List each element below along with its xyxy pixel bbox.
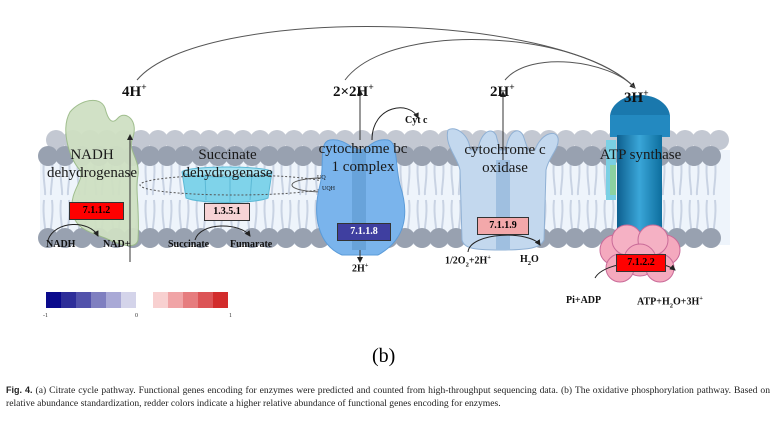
legend-swatch-red — [153, 292, 168, 308]
arc-4h — [136, 26, 636, 89]
lipid-head — [412, 228, 432, 248]
lipid-head — [684, 146, 704, 166]
uqh-label: UQH — [322, 186, 335, 192]
lipid-head — [55, 228, 75, 248]
lipid-head — [157, 146, 177, 166]
lipid-head — [225, 228, 245, 248]
legend-swatch-blue — [106, 292, 121, 308]
arc-2x2h — [344, 39, 636, 89]
lipid-head — [140, 228, 160, 248]
lipid-head — [395, 146, 415, 166]
panel-label: (b) — [372, 345, 396, 367]
lipid-head — [140, 146, 160, 166]
lipid-head — [191, 228, 211, 248]
lipid-head — [72, 228, 92, 248]
lipid-head — [293, 228, 313, 248]
lipid-head — [174, 146, 194, 166]
lipid-head — [429, 146, 449, 166]
proton-transfer-arcs — [136, 26, 636, 89]
lipid-head — [412, 146, 432, 166]
legend-swatch-blue — [61, 292, 76, 308]
lipid-head — [446, 228, 466, 248]
legend-swatch-blue — [46, 292, 61, 308]
legend-swatch-red — [168, 292, 183, 308]
legend-max-label: 1 — [229, 313, 232, 319]
ec-box-7-1-1-9: 7.1.1.9 — [477, 217, 529, 235]
lipid-head — [565, 146, 585, 166]
legend-swatch-blue — [76, 292, 91, 308]
legend-swatch-blue — [121, 292, 136, 308]
substrate-succinate: Succinate — [168, 239, 210, 250]
legend-min-label: -1 — [43, 313, 48, 319]
lipid-head — [701, 228, 721, 248]
caption-text: (a) Citrate cycle pathway. Functional ge… — [6, 385, 770, 409]
lipid-head — [174, 228, 194, 248]
lipid-head — [191, 146, 211, 166]
product-nad: NAD+ — [103, 239, 131, 250]
lipid-head — [276, 228, 296, 248]
lipid-head — [38, 146, 58, 166]
lipid-head — [208, 146, 228, 166]
lipid-head — [208, 228, 228, 248]
figure-caption: Fig. 4. (a) Citrate cycle pathway. Funct… — [6, 384, 770, 410]
substrate-oxygen: 1/2O2+2H+ — [445, 254, 492, 269]
ec-box-7-1-1-8: 7.1.1.8 — [337, 223, 391, 241]
lipid-head — [548, 228, 568, 248]
lipid-head — [582, 228, 602, 248]
color-legend: -1 0 1 — [43, 292, 246, 332]
lipid-head — [276, 146, 296, 166]
lipid-head — [259, 228, 279, 248]
legend-swatch-red — [198, 292, 213, 308]
enzyme-name-atp-synthase: ATP synthase — [599, 147, 682, 163]
legend-mid-label: 0 — [135, 313, 138, 319]
legend-swatch-red — [183, 292, 198, 308]
proton-label-complex-3: 2×2H+ — [333, 82, 374, 100]
lipid-head — [157, 228, 177, 248]
lipid-head — [701, 146, 721, 166]
lipid-head — [582, 146, 602, 166]
lipid-head — [667, 146, 687, 166]
caption-figure-number: Fig. 4. — [6, 385, 33, 395]
cyt-c-label: Cyt c — [405, 115, 428, 126]
proton-in-label: 2H+ — [352, 262, 369, 275]
substrate-pi-adp: Pi+ADP — [566, 295, 602, 306]
legend-swatch-red — [213, 292, 228, 308]
ec-box-7-1-2-2: 7.1.2.2 — [616, 254, 666, 272]
lipid-head — [242, 146, 262, 166]
substrate-nadh: NADH — [46, 239, 76, 250]
product-water: H2O — [520, 254, 539, 267]
legend-swatch-blue — [91, 292, 106, 308]
uq-label: UQ — [317, 175, 326, 181]
product-atp: ATP+H2O+3H+ — [637, 295, 703, 310]
ec-box-7-1-1-2: 7.1.1.2 — [69, 202, 124, 220]
lipid-head — [565, 228, 585, 248]
proton-label-complex-1: 4H+ — [122, 82, 147, 100]
lipid-head — [684, 228, 704, 248]
proton-label-atp-synthase: 3H+ — [624, 88, 649, 106]
diagram-canvas — [38, 26, 730, 283]
lipid-head — [293, 146, 313, 166]
proton-label-complex-4: 2H+ — [490, 82, 515, 100]
lipid-head — [225, 146, 245, 166]
lipid-head — [259, 146, 279, 166]
product-fumarate: Fumarate — [230, 239, 273, 250]
lipid-head — [38, 228, 58, 248]
arc-2h — [504, 61, 636, 89]
ec-box-1-3-5-1: 1.3.5.1 — [204, 203, 250, 221]
lipid-head — [429, 228, 449, 248]
